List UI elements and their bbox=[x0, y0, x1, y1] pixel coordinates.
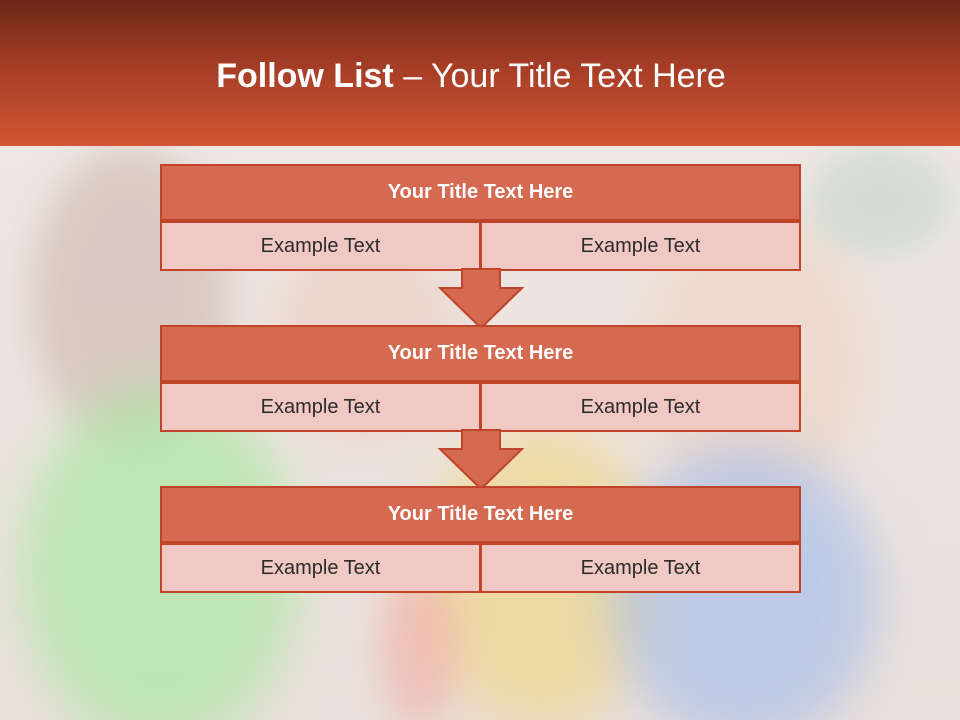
step-block-2: Your Title Text Here Example Text Exampl… bbox=[160, 325, 801, 432]
step-cell-left: Example Text bbox=[160, 543, 481, 593]
step-cell-left: Example Text bbox=[160, 382, 481, 432]
slide-title: Follow List – Your Title Text Here bbox=[0, 54, 942, 98]
photo-globe bbox=[810, 146, 950, 256]
step-block-3: Your Title Text Here Example Text Exampl… bbox=[160, 486, 801, 593]
step-title: Your Title Text Here bbox=[160, 164, 801, 221]
slide-title-bold: Follow List bbox=[216, 57, 394, 95]
step-cell-left: Example Text bbox=[160, 221, 481, 271]
step-title: Your Title Text Here bbox=[160, 325, 801, 382]
slide-header: Follow List – Your Title Text Here bbox=[0, 0, 960, 146]
down-arrow-icon bbox=[438, 429, 524, 491]
step-cell-right: Example Text bbox=[480, 543, 801, 593]
step-title: Your Title Text Here bbox=[160, 486, 801, 543]
slide-title-rest: – Your Title Text Here bbox=[393, 57, 726, 95]
step-block-1: Your Title Text Here Example Text Exampl… bbox=[160, 164, 801, 271]
step-cell-right: Example Text bbox=[480, 382, 801, 432]
down-arrow-icon bbox=[438, 268, 524, 330]
step-cell-right: Example Text bbox=[480, 221, 801, 271]
